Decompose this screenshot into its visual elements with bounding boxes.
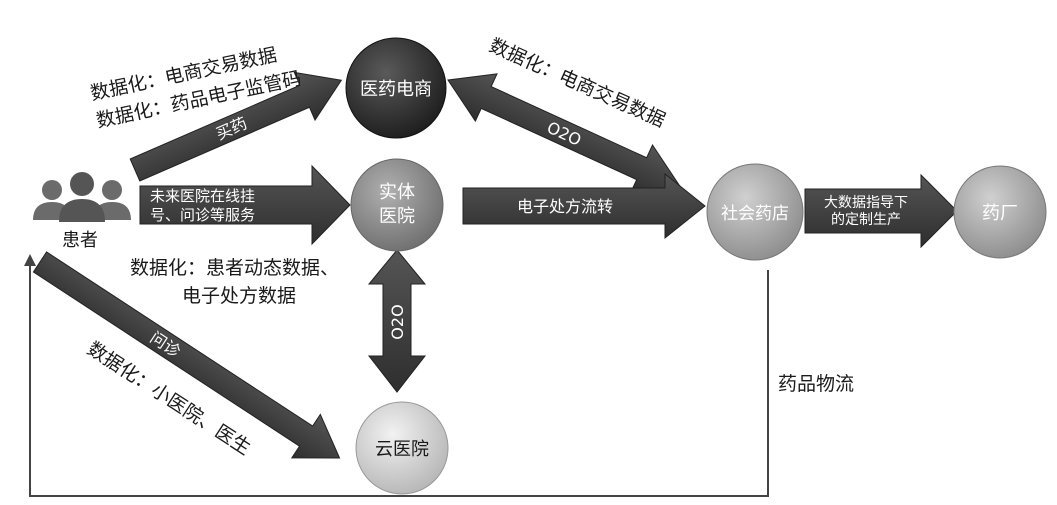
arrow-future-hospital: 未来医院在线挂 号、问诊等服务: [139, 164, 351, 246]
node-cloud-hospital-label: 云医院: [375, 439, 429, 460]
node-factory[interactable]: 药厂: [953, 165, 1047, 259]
annotation-digitize-hospital-line-1: 数据化：患者动态数据、: [130, 257, 339, 279]
node-ecommerce[interactable]: 医药电商: [345, 37, 447, 139]
node-pharmacy[interactable]: 社会药店: [706, 163, 804, 261]
big-data-line-1: 大数据指导下: [824, 195, 908, 211]
annotation-digitize-hospital-line-2: 电子处方数据: [182, 285, 296, 307]
arrow-e-prescription: 电子处方流转: [462, 172, 706, 240]
patient-group-icon: [33, 172, 131, 222]
node-cloud-hospital[interactable]: 云医院: [355, 401, 449, 495]
e-prescription-label: 电子处方流转: [517, 197, 613, 216]
node-ecommerce-label: 医药电商: [360, 79, 432, 100]
node-patient-label: 患者: [62, 230, 98, 251]
logistics-line: [29, 262, 769, 497]
annotation-logistics: 药品物流: [778, 373, 854, 395]
future-hospital-line-2: 号、问诊等服务: [150, 206, 255, 224]
node-physical-hospital[interactable]: 实体 医院: [350, 158, 444, 252]
arrow-big-data: 大数据指导下 的定制生产: [804, 173, 958, 249]
node-physical-hospital-line-1: 实体: [379, 182, 415, 203]
node-physical-hospital-line-2: 医院: [379, 206, 415, 227]
future-hospital-line-1: 未来医院在线挂: [150, 187, 255, 205]
logistics-arrowhead: [24, 254, 36, 266]
node-factory-label: 药厂: [982, 203, 1018, 224]
o2o-vertical-label: O2O: [388, 304, 407, 339]
big-data-line-2: 的定制生产: [831, 212, 901, 228]
node-pharmacy-label: 社会药店: [721, 204, 789, 224]
arrow-o2o-hospitals: O2O: [367, 249, 427, 393]
